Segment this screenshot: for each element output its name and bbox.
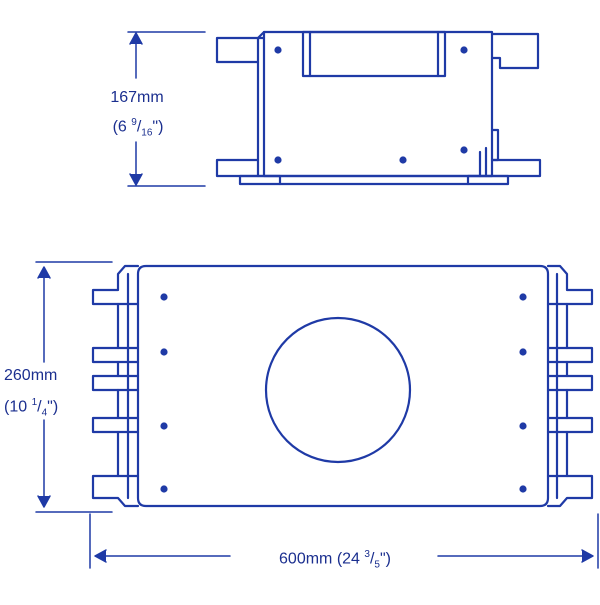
- top-view-bolt: [160, 348, 168, 356]
- width-dimension-line: [89, 513, 599, 569]
- depth-imperial-label: (10 1/4"): [4, 393, 58, 424]
- top-view-bolt: [160, 485, 168, 493]
- top-view-bolt: [160, 293, 168, 301]
- depth-imperial-whole: (10: [4, 398, 32, 416]
- top-view-bolt: [519, 348, 527, 356]
- width-metric-and-whole: 600mm (24: [279, 550, 365, 568]
- depth-fraction-denominator: 4: [41, 407, 48, 419]
- side-view-bolt: [274, 156, 282, 164]
- top-view-bolt: [519, 485, 527, 493]
- depth-fraction-numerator: 1: [31, 397, 38, 408]
- depth-imperial-close: "): [47, 398, 59, 416]
- top-view-bolt: [519, 293, 527, 301]
- height-dimension-line: [127, 31, 206, 187]
- height-imperial-close: "): [152, 118, 164, 136]
- height-metric-label: 167mm: [110, 89, 164, 106]
- top-view-center-hole: [264, 316, 412, 464]
- side-view-clamp-left-top: [215, 36, 266, 64]
- top-view-bolt: [519, 422, 527, 430]
- width-imperial-close: "): [379, 550, 391, 568]
- height-imperial-label: (6 9/16"): [88, 113, 188, 144]
- side-view-bolt: [399, 156, 407, 164]
- side-view-bolt: [460, 46, 468, 54]
- width-fraction-numerator: 3: [364, 549, 370, 560]
- top-view-bolts: [160, 293, 527, 493]
- width-fraction-slash: /: [369, 550, 375, 568]
- height-fraction-denominator: 16: [141, 127, 153, 139]
- top-view-right-bracket: [546, 264, 594, 508]
- top-view-bolt: [160, 422, 168, 430]
- top-view-left-bracket: [91, 264, 140, 508]
- top-view-plate: [136, 264, 550, 508]
- height-imperial-whole: (6: [112, 118, 132, 136]
- width-fraction-denominator: 5: [374, 559, 380, 571]
- side-view-foot-right: [466, 174, 510, 186]
- depth-dimension-line: [35, 261, 113, 513]
- width-label: 600mm (24 3/5"): [232, 545, 438, 576]
- height-fraction-slash: /: [136, 118, 142, 136]
- side-view-bottom-rail: [215, 158, 542, 178]
- side-view-foot-left: [238, 174, 282, 186]
- side-view-bolt: [460, 146, 468, 154]
- side-view-body: [262, 30, 494, 178]
- depth-fraction-slash: /: [37, 398, 42, 416]
- side-view-bolt: [274, 46, 282, 54]
- side-view-clamp-right-top: [490, 32, 540, 70]
- depth-metric-label: 260mm: [4, 367, 58, 384]
- side-view-bolts: [274, 46, 468, 164]
- side-view: [215, 30, 542, 186]
- height-fraction-numerator: 9: [131, 117, 137, 128]
- side-view-handle-block: [301, 30, 447, 78]
- top-view: [91, 264, 594, 508]
